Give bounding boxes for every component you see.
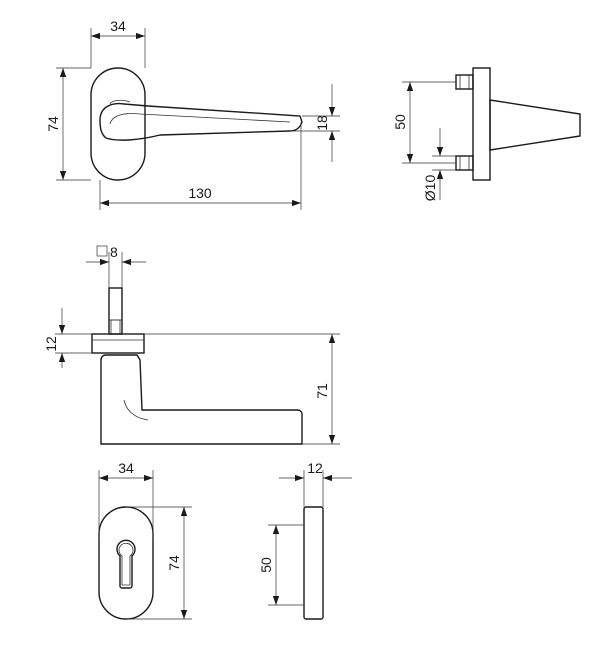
dim-spindle-square: 8 [110, 244, 118, 260]
dim-escutcheon-width: 34 [118, 460, 134, 476]
escutcheon-front-view: 34 74 [98, 460, 192, 620]
front-lever-neck [109, 99, 131, 105]
square-symbol-icon [96, 245, 108, 257]
cylinder-keyhole-icon [116, 539, 136, 589]
escutcheon-side-view: 12 50 [258, 460, 352, 620]
dim-lever-length: 130 [188, 185, 212, 201]
dim-top-rosette-height: 74 [45, 116, 61, 132]
escutcheon-plate [98, 506, 154, 620]
elevation-lever-curve [123, 399, 149, 421]
dim-top-rosette-width: 34 [110, 18, 126, 34]
front-lever [99, 102, 303, 141]
side-plate [472, 67, 491, 181]
side-view: 50 Ø10 [392, 67, 581, 202]
dim-rosette-thickness: 12 [43, 336, 59, 352]
escutcheon-side-plate [303, 506, 324, 620]
dim-lever-height: 71 [314, 383, 330, 399]
side-handle-cone [489, 99, 581, 151]
dim-lever-thickness: 18 [314, 115, 330, 131]
dim-escutcheon-screw-spacing: 50 [258, 557, 274, 573]
dim-side-screw-diameter: Ø10 [422, 175, 438, 202]
dim-side-screw-spacing: 50 [392, 114, 408, 130]
front-view: 34 74 18 130 [45, 18, 340, 210]
elevation-rosette [91, 333, 145, 354]
lever-elevation-view: 8 12 71 [43, 244, 340, 445]
side-screw-bottom [455, 155, 474, 171]
elevation-lever [100, 354, 303, 445]
dim-escutcheon-thickness: 12 [307, 460, 323, 476]
dim-escutcheon-height: 74 [166, 555, 182, 571]
front-rosette [90, 67, 146, 181]
front-lever-inner [109, 113, 291, 125]
side-screw-top [455, 74, 474, 90]
